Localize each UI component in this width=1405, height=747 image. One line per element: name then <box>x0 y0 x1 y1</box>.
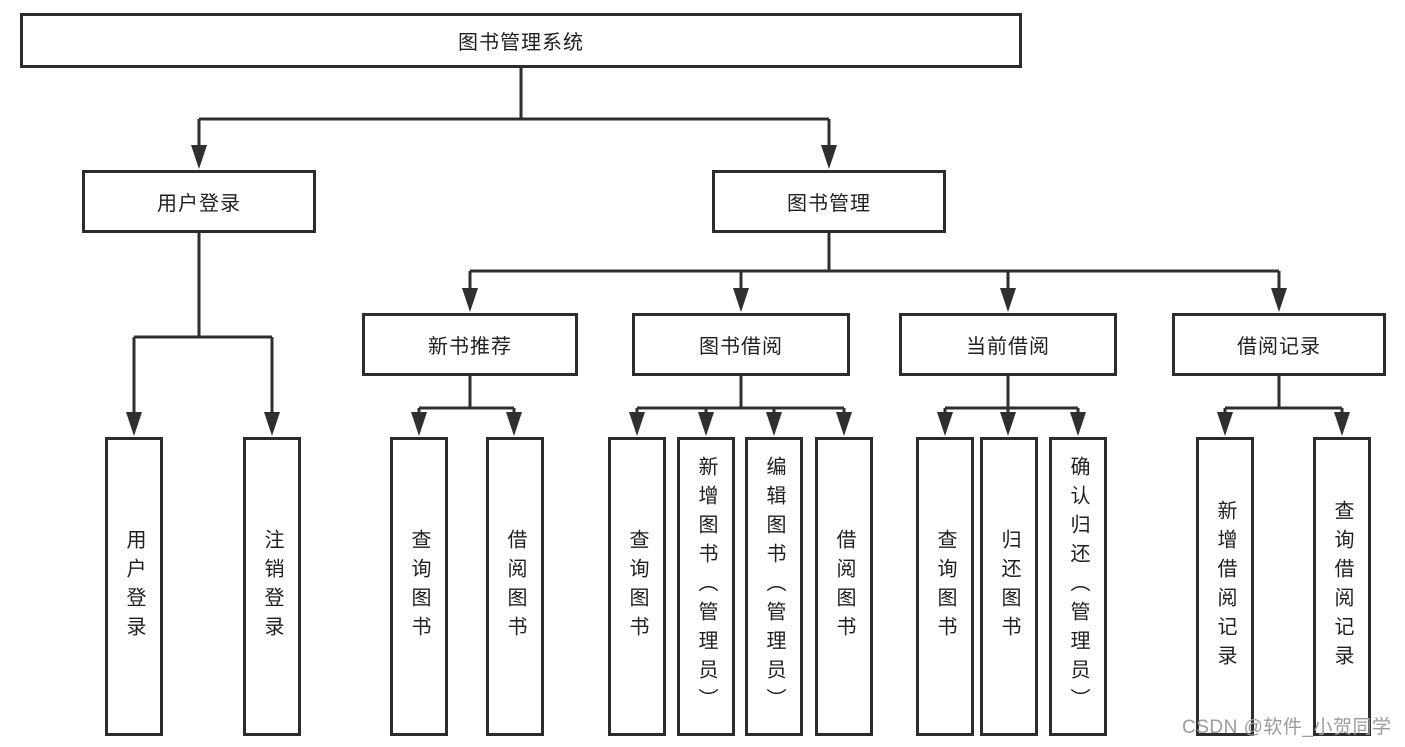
leaf-current-confirm-admin: 确认归还（管理员） <box>1049 437 1107 736</box>
connector-records-to-leaves <box>1223 376 1344 418</box>
leaf-current-query-label: 查询图书 <box>934 528 956 645</box>
connector-bookmgmt-to-level3 <box>468 233 1281 292</box>
connector-bookborrow-to-leaves <box>635 376 846 418</box>
leaf-current-return: 归还图书 <box>980 437 1038 736</box>
leaf-borrow-edit-admin: 编辑图书（管理员） <box>745 437 803 736</box>
leaf-newbooks-query-label: 查询图书 <box>408 528 430 645</box>
leaf-borrow-book-label: 借阅图书 <box>833 528 855 645</box>
leaf-logout: 注销登录 <box>243 437 301 736</box>
node-root: 图书管理系统 <box>20 13 1022 68</box>
connector-userlogin-to-leaves <box>132 233 274 418</box>
leaf-current-return-label: 归还图书 <box>998 528 1020 645</box>
leaf-borrow-add-admin-label: 新增图书（管理员） <box>695 456 717 717</box>
connector-currentborrow-to-leaves <box>943 376 1080 418</box>
leaf-borrow-query: 查询图书 <box>608 437 666 736</box>
node-book-borrow: 图书借阅 <box>632 313 850 376</box>
node-current-borrow-label: 当前借阅 <box>966 336 1050 358</box>
csdn-watermark: CSDN @软件_小贺同学 <box>1182 717 1392 738</box>
node-current-borrow: 当前借阅 <box>899 313 1117 376</box>
node-book-management: 图书管理 <box>712 170 946 233</box>
node-borrow-records: 借阅记录 <box>1172 313 1386 376</box>
leaf-user-login-label: 用户登录 <box>123 528 145 645</box>
leaf-borrow-query-label: 查询图书 <box>626 528 648 645</box>
leaf-records-query-label: 查询借阅记录 <box>1331 499 1353 674</box>
leaf-current-confirm-admin-label: 确认归还（管理员） <box>1067 456 1089 717</box>
node-borrow-records-label: 借阅记录 <box>1237 336 1321 358</box>
leaf-newbooks-query: 查询图书 <box>390 437 448 736</box>
node-new-book-recommend-label: 新书推荐 <box>428 336 512 358</box>
node-root-label: 图书管理系统 <box>458 32 584 54</box>
leaf-newbooks-borrow: 借阅图书 <box>486 437 544 736</box>
node-user-login-label: 用户登录 <box>157 193 241 215</box>
leaf-borrow-edit-admin-label: 编辑图书（管理员） <box>763 456 785 717</box>
connector-root-to-level2 <box>197 68 831 150</box>
node-book-management-label: 图书管理 <box>787 193 871 215</box>
node-book-borrow-label: 图书借阅 <box>699 336 783 358</box>
leaf-records-add-label: 新增借阅记录 <box>1214 499 1236 674</box>
node-new-book-recommend: 新书推荐 <box>362 313 578 376</box>
leaf-logout-label: 注销登录 <box>261 528 283 645</box>
leaf-current-query: 查询图书 <box>916 437 974 736</box>
leaf-records-query: 查询借阅记录 <box>1313 437 1371 736</box>
connector-newbooks-to-leaves <box>417 376 516 418</box>
leaf-borrow-add-admin: 新增图书（管理员） <box>677 437 735 736</box>
leaf-records-add: 新增借阅记录 <box>1196 437 1254 736</box>
leaf-borrow-book: 借阅图书 <box>815 437 873 736</box>
node-user-login: 用户登录 <box>82 170 316 233</box>
arrowheads <box>126 145 1350 436</box>
leaf-newbooks-borrow-label: 借阅图书 <box>504 528 526 645</box>
leaf-user-login: 用户登录 <box>105 437 163 736</box>
